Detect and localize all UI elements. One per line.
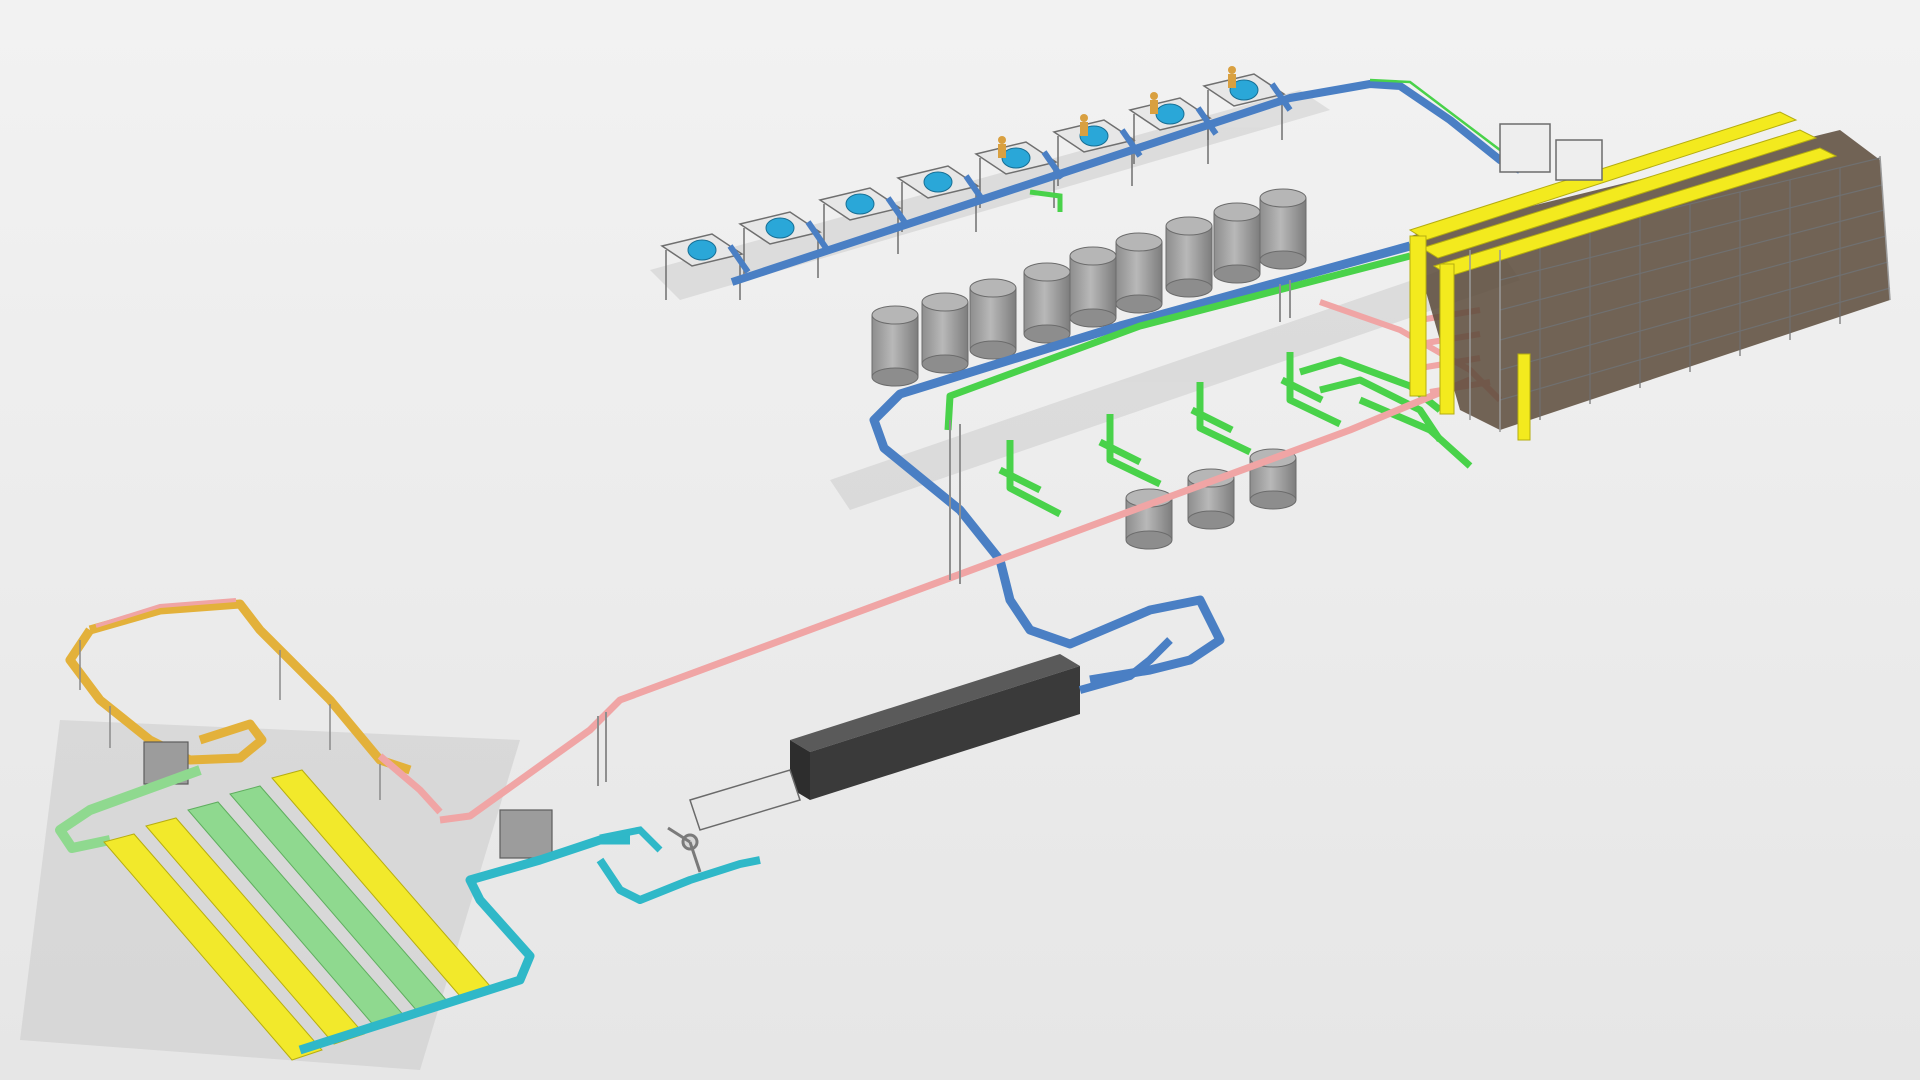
storage-silo-icon	[1213, 202, 1261, 284]
storage-silo-icon	[1115, 232, 1163, 314]
support-posts	[597, 280, 1291, 786]
rack-entry-machines	[1499, 123, 1603, 181]
lower-left-production	[55, 598, 761, 1061]
workstation-dome	[765, 217, 795, 239]
operator-figure-icon	[1080, 114, 1088, 136]
yellow-lane	[103, 833, 323, 1061]
storage-silo-icon	[1165, 216, 1213, 298]
workstation-dome	[845, 193, 875, 215]
storage-silo-icon	[1023, 262, 1071, 344]
cyan-conveyor	[298, 835, 630, 1055]
green-stub	[1029, 189, 1063, 212]
workstation-dome	[1001, 147, 1031, 169]
green-conveyor-middle	[944, 252, 1411, 431]
workstation-dome	[1155, 103, 1185, 125]
storage-silo-icon	[1069, 246, 1117, 328]
pink-conveyor-top-left	[95, 598, 237, 628]
oven-side	[810, 666, 1080, 800]
oven-top	[790, 654, 1080, 752]
rack-side-posts	[1469, 155, 1891, 432]
blue-conveyor-spurs	[727, 82, 1293, 274]
tunnel-oven	[689, 654, 1080, 831]
storage-silo-icon	[1259, 188, 1307, 270]
high-bay-rack	[1408, 111, 1891, 441]
workstation-dome	[1229, 79, 1259, 101]
operator-figure-icon	[1150, 92, 1158, 114]
blue-loop-oven	[1078, 637, 1173, 694]
robot-arm-icon	[667, 826, 702, 873]
rack-yellow-beams	[1408, 111, 1838, 441]
operators	[998, 66, 1236, 158]
workstation-dome	[923, 171, 953, 193]
cyan-conveyor-upper	[599, 826, 663, 853]
blue-conveyor-middle	[869, 241, 1412, 685]
oven-inlet-frame	[689, 769, 801, 831]
cyan-conveyor-robot-cell	[596, 856, 761, 904]
storage-silo-icon	[871, 305, 919, 387]
light-green-conveyor-left	[55, 765, 202, 853]
rack-frame-grid	[1499, 157, 1891, 420]
operator-figure-icon	[1228, 66, 1236, 88]
operator-figure-icon	[998, 136, 1006, 158]
workstation-dome	[687, 239, 717, 261]
storage-silo-icon	[921, 292, 969, 374]
green-workstation-branches	[998, 352, 1473, 518]
silo-group	[871, 188, 1307, 550]
packaging-machine	[499, 809, 553, 859]
pink-conveyor-lower-left	[377, 753, 443, 815]
storage-silo-icon	[969, 278, 1017, 360]
